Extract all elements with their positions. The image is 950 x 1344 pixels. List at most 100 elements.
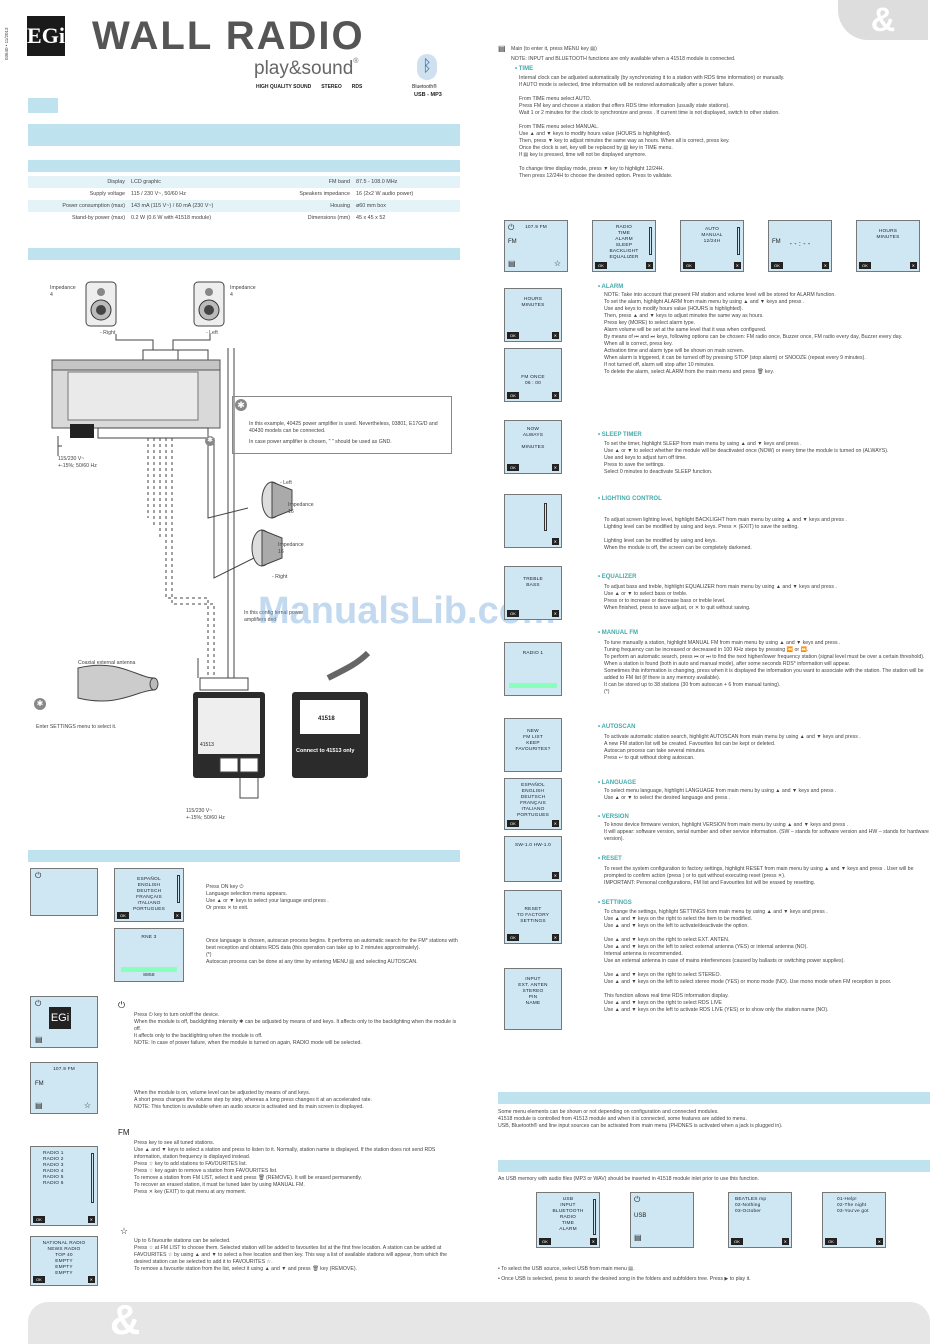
lcd-text: FM ONCE 06 : 00 xyxy=(521,375,545,386)
power-icon[interactable]: ⏻ xyxy=(634,1195,641,1204)
first-use-text-2: Once language is chosen, autoscan proces… xyxy=(206,938,458,966)
ok-key[interactable]: OK xyxy=(507,332,519,339)
exit-key[interactable]: ✕ xyxy=(589,1238,597,1245)
exit-key[interactable]: ✕ xyxy=(551,820,559,827)
star-icon[interactable]: ☆ xyxy=(553,259,561,268)
language-heading: • LANGUAGE xyxy=(598,780,637,786)
settings-text: To change the settings, highlight SETTIN… xyxy=(604,909,892,1014)
sources-text: Some menu elements can be shown or not d… xyxy=(498,1109,783,1130)
egi-mini-logo: EGi xyxy=(49,1007,71,1029)
menu-icon[interactable]: ▤ xyxy=(634,1233,642,1242)
ok-key[interactable]: OK xyxy=(771,262,783,269)
lcd-time-4: - - : - - FM OK✕ xyxy=(768,220,832,272)
ok-key[interactable]: OK xyxy=(825,1238,837,1245)
exit-key[interactable]: ✕ xyxy=(551,934,559,941)
exit-key[interactable]: ✕ xyxy=(781,1238,789,1245)
exit-key[interactable]: ✕ xyxy=(875,1238,883,1245)
lcd-text: AUTO MANUAL 12/24H xyxy=(701,227,723,244)
reset-heading: • RESET xyxy=(598,856,622,862)
imp-left-label: Impedance 4 xyxy=(50,285,76,299)
exit-key[interactable]: ✕ xyxy=(173,912,181,919)
ok-key[interactable]: OK xyxy=(507,820,519,827)
ok-key[interactable]: OK xyxy=(507,464,519,471)
usb-icon[interactable]: USB xyxy=(634,1213,647,1219)
manualfm-text: To tune manually a station, highlight MA… xyxy=(604,640,925,696)
exit-key[interactable]: ✕ xyxy=(551,538,559,545)
exit-key[interactable]: ✕ xyxy=(87,1216,95,1223)
lcd-progress xyxy=(509,683,557,688)
lcd-text-freq: 8858 xyxy=(143,973,155,978)
module-41518-label: 41518 xyxy=(318,716,335,722)
power-icon[interactable]: ⏻ xyxy=(508,223,515,232)
power-icon: ⏻ xyxy=(35,871,42,880)
ok-key[interactable]: OK xyxy=(859,262,871,269)
feature-hq: HIGH QUALITY SOUND xyxy=(256,84,312,90)
exit-key[interactable]: ✕ xyxy=(551,392,559,399)
lcd-text: RADIO TIME ALARM SLEEP BACKLIGHT EQUALIZ… xyxy=(609,225,639,260)
exit-key[interactable]: ✕ xyxy=(551,464,559,471)
ok-key[interactable]: OK xyxy=(731,1238,743,1245)
lcd-text: RADIO 1 RADIO 2 RADIO 3 RADIO 4 RADIO 5 … xyxy=(43,1151,64,1186)
lcd-time-3: AUTO MANUAL 12/24H OK ✕ xyxy=(680,220,744,272)
lcd-text: TREBLE BASS xyxy=(523,577,543,588)
speaker-right-label: - Right xyxy=(100,330,116,336)
fm-icon[interactable]: FM xyxy=(772,239,781,245)
corner-ampersand-badge: & xyxy=(838,0,928,40)
lcd-text: ESPAÑOL ENGLISH DEUTSCH FRANÇAIS ITALIAN… xyxy=(516,783,550,818)
version-heading: • VERSION xyxy=(598,814,629,820)
autoscan-heading: • AUTOSCAN xyxy=(598,724,636,730)
lcd-text: HOURS MINUTES xyxy=(521,297,545,308)
usb-bullet-2: • Once USB is selected, press to search … xyxy=(498,1276,751,1282)
fm-list-text: Press key to see all tuned stations. Use… xyxy=(134,1140,436,1196)
favourites-star-icon: ☆ xyxy=(120,1226,129,1236)
ok-key[interactable]: OK xyxy=(507,934,519,941)
ok-key[interactable]: OK xyxy=(507,610,519,617)
amp-power-label: 115/230 V~ +-15%; 50/60 Hz xyxy=(58,456,97,470)
star-icon[interactable]: ☆ xyxy=(83,1101,91,1110)
ok-key[interactable]: OK xyxy=(33,1276,45,1283)
ceil-imp2-label: Impedance 16 xyxy=(278,542,304,556)
exit-key[interactable]: ✕ xyxy=(645,262,653,269)
exit-key[interactable]: ✕ xyxy=(87,1276,95,1283)
lcd-text: NATIONAL RADIO NEWS RADIO TOP 40 EMPTY E… xyxy=(42,1241,86,1276)
power-icon[interactable]: ⏻ xyxy=(35,999,42,1008)
imp-right-label: Impedance 4 xyxy=(230,285,256,299)
lighting-text: To adjust screen lighting level, highlig… xyxy=(604,517,847,552)
star-marker: ✱ xyxy=(205,436,215,446)
exit-key[interactable]: ✕ xyxy=(551,610,559,617)
page-title: WALL RADIO xyxy=(92,14,365,58)
main-intro: Main (to enter it, press MENU key ▤) xyxy=(511,46,597,52)
exit-key[interactable]: ✕ xyxy=(733,262,741,269)
menu-icon[interactable]: ▤ xyxy=(508,259,516,268)
exit-key[interactable]: ✕ xyxy=(551,872,559,879)
fm-icon[interactable]: FM xyxy=(508,239,517,245)
ok-key[interactable]: OK xyxy=(507,392,519,399)
menu-icon[interactable]: ▤ xyxy=(35,1101,43,1110)
time-heading: • TIME xyxy=(515,66,534,72)
ok-key[interactable]: OK xyxy=(595,262,607,269)
language-text: To select menu language, highlight LANGU… xyxy=(604,788,837,802)
spec-value: LCD graphic xyxy=(128,176,258,188)
note-text-1: In this example, 40425 power amplifier i… xyxy=(249,421,438,435)
exit-key[interactable]: ✕ xyxy=(551,332,559,339)
ok-key[interactable]: OK xyxy=(33,1216,45,1223)
lcd-text: BEATLES mp 02-Nothing 03-October xyxy=(735,1197,767,1214)
lcd-time-5: HOURS MINUTES OK✕ xyxy=(856,220,920,272)
ok-key[interactable]: OK xyxy=(683,262,695,269)
lcd-text: USB INPUT BLUETOOTH RADIO TIME ALARM xyxy=(552,1197,584,1232)
section-bar-sources xyxy=(498,1092,930,1104)
feature-stereo: STEREO xyxy=(321,84,342,90)
exit-key[interactable]: ✕ xyxy=(909,262,917,269)
fm-icon[interactable]: FM xyxy=(35,1081,44,1087)
logo-text: EGi xyxy=(27,23,65,48)
lcd-text: 107.9 FM xyxy=(525,225,547,230)
lcd-text: INPUT EXT. ANTEN STEREO PIN NAME xyxy=(518,977,548,1006)
ok-key[interactable]: OK xyxy=(117,912,129,919)
wiring-lines xyxy=(51,281,371,799)
ok-key[interactable]: OK xyxy=(539,1238,551,1245)
exit-key[interactable]: ✕ xyxy=(821,262,829,269)
menu-icon[interactable]: ▤ xyxy=(35,1035,43,1044)
